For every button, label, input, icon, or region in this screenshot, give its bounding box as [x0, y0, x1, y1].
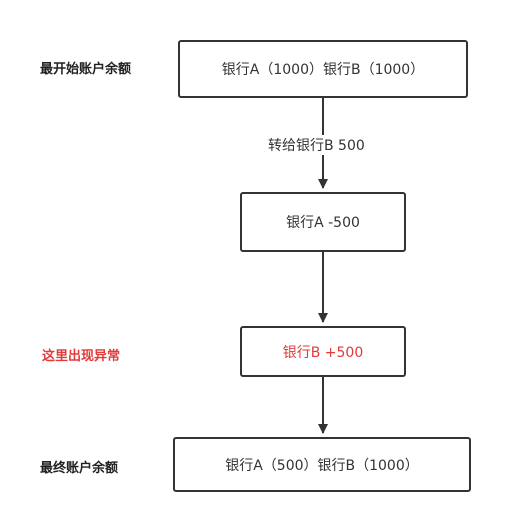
- exception-label: 这里出现异常: [42, 349, 121, 364]
- node-initial-balance: 银行A（1000）银行B（1000）: [178, 40, 468, 98]
- node-debit-bank-a: 银行A -500: [240, 192, 406, 252]
- initial-balance-label: 最开始账户余额: [40, 62, 132, 77]
- node-final-balance: 银行A（500）银行B（1000）: [173, 437, 471, 492]
- transfer-edge-label: 转给银行B 500: [266, 135, 367, 155]
- node-credit-bank-b: 银行B +500: [240, 326, 406, 377]
- final-balance-label: 最终账户余额: [40, 461, 119, 476]
